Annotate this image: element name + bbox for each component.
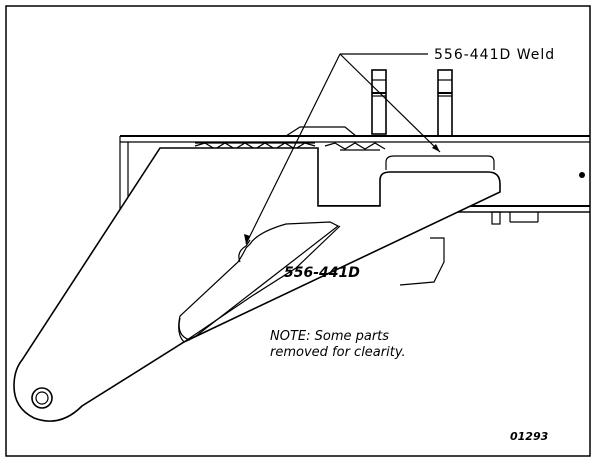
frame-hump xyxy=(285,126,357,137)
vertical-posts xyxy=(371,69,453,137)
part-number-label: 556-441D xyxy=(284,265,360,281)
weld-brackets xyxy=(178,149,495,341)
lower-bracket xyxy=(399,237,445,286)
swing-arm xyxy=(13,147,501,422)
note-line-2: removed for clearity. xyxy=(270,345,406,360)
bushing-eye xyxy=(31,387,53,409)
figure-number: 01293 xyxy=(510,430,549,443)
note-line-1: NOTE: Some parts xyxy=(270,329,389,344)
drawing-frame xyxy=(5,5,591,457)
weld-callout-label: 556-441D Weld xyxy=(434,47,555,63)
weld-leader-lines xyxy=(244,53,441,245)
arm-lower-contour xyxy=(183,225,341,343)
